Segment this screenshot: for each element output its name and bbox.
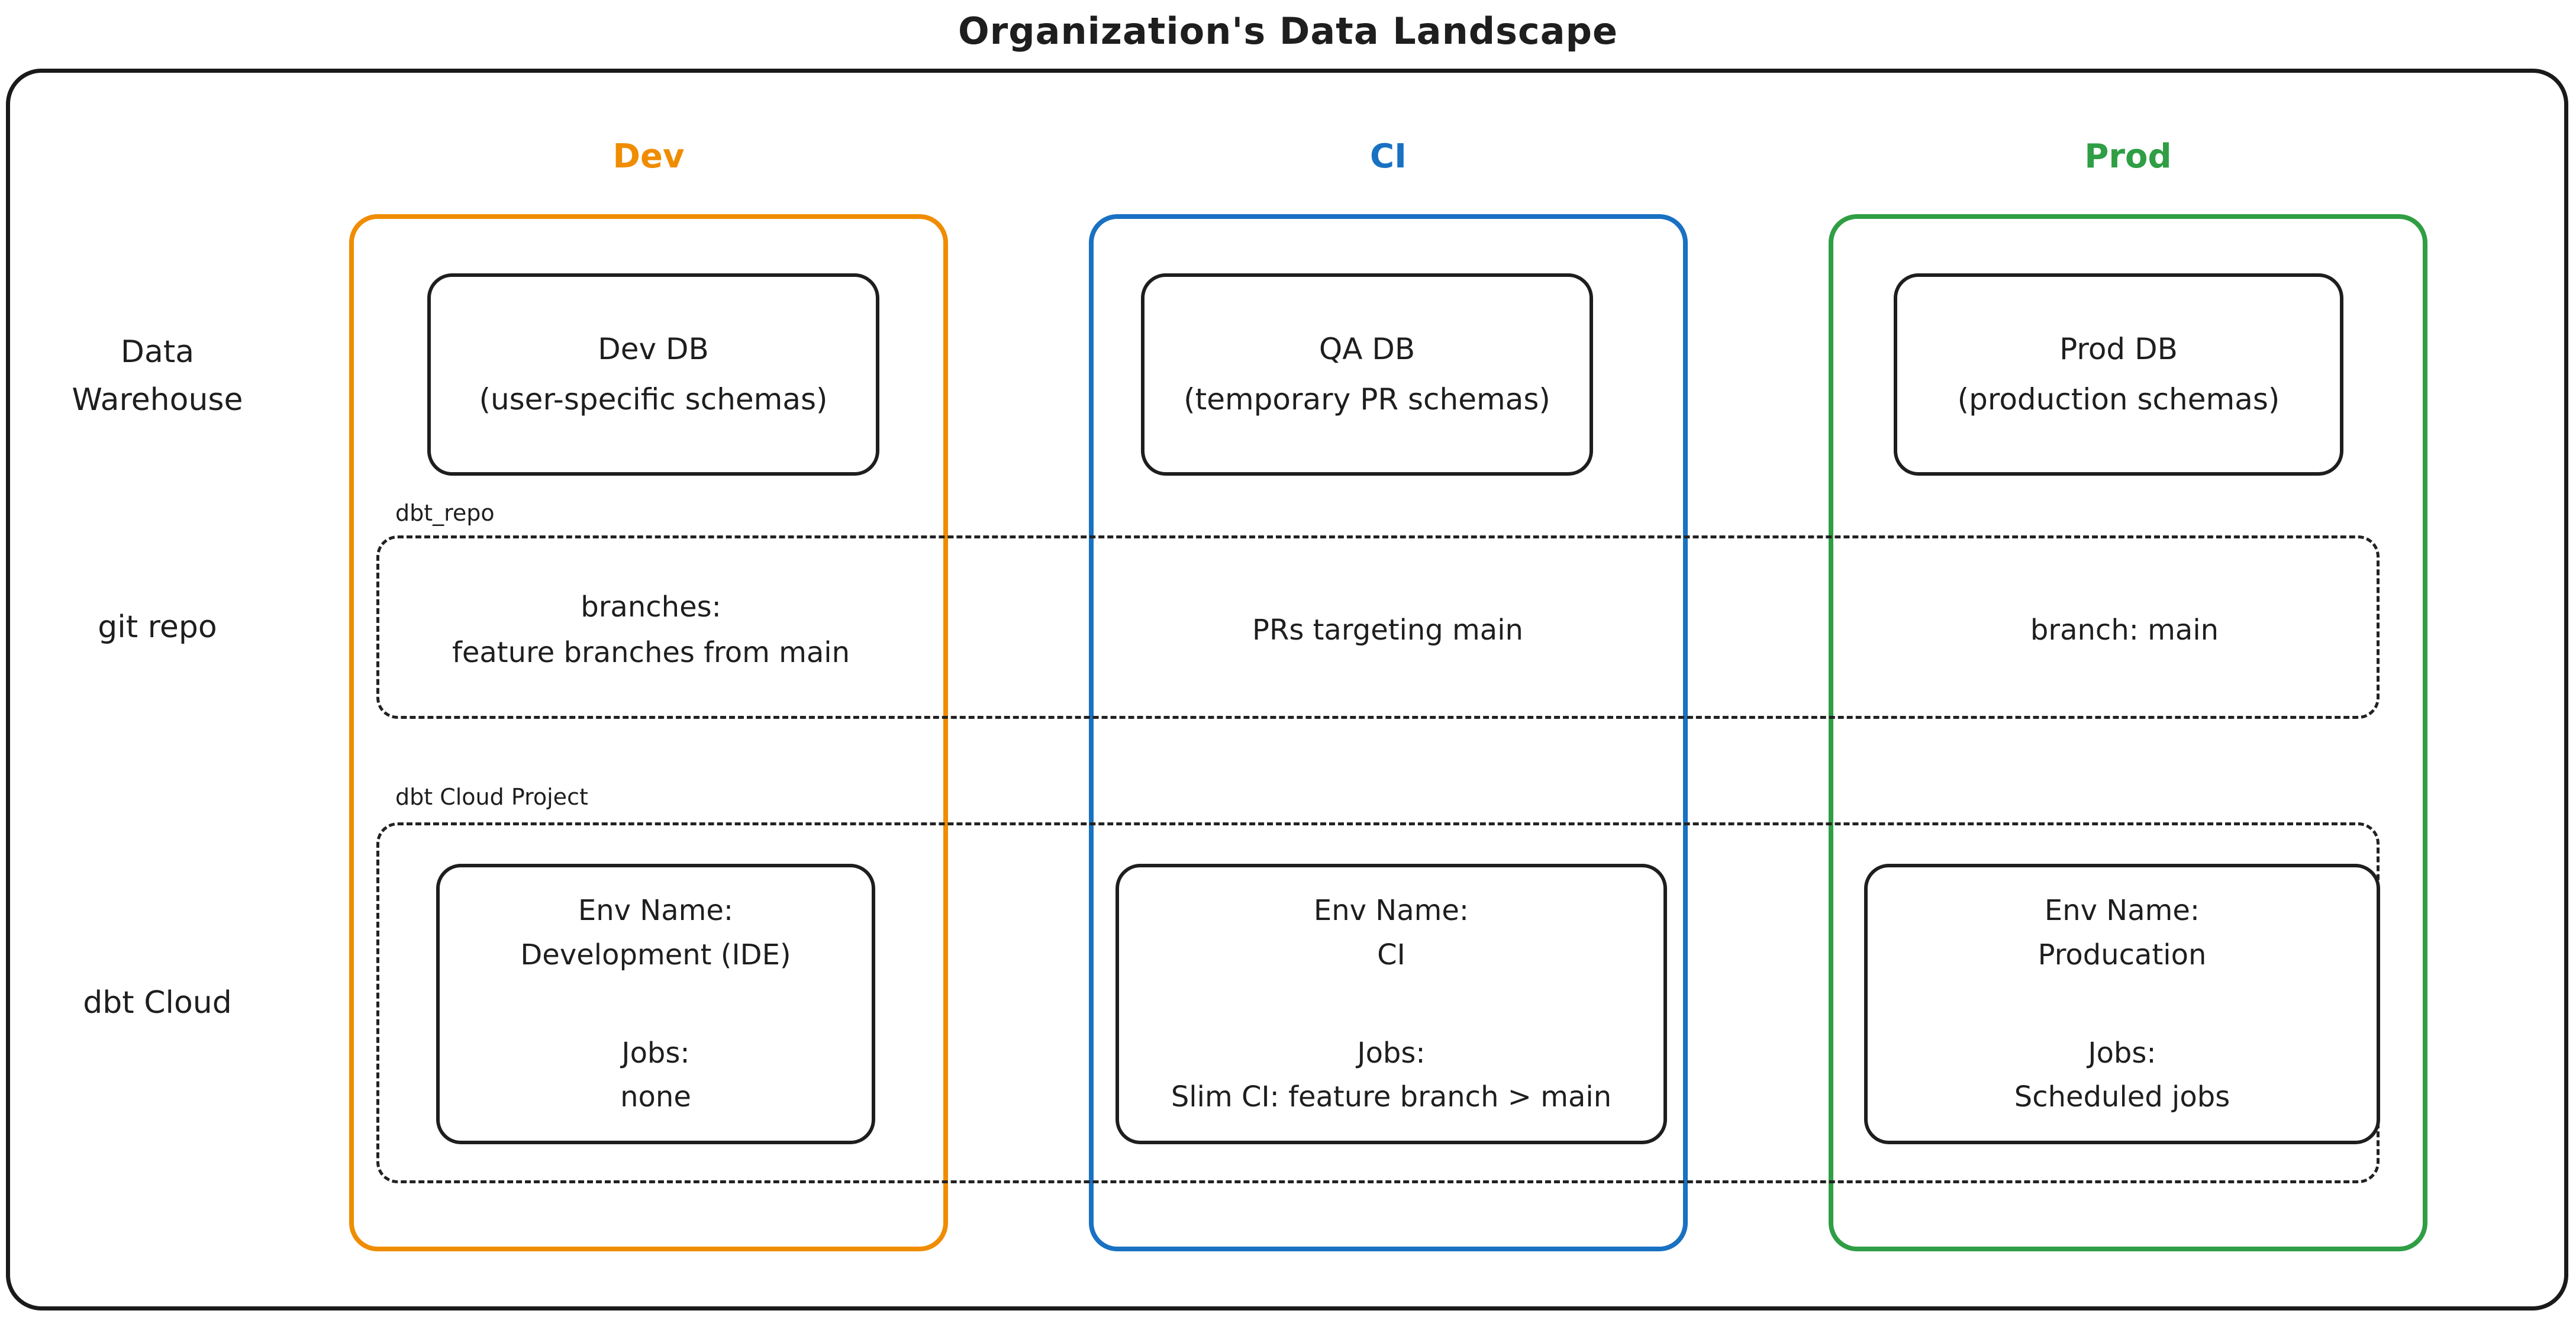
dev-env-name-label: Env Name: bbox=[578, 894, 734, 928]
column-header-prod: Prod bbox=[2084, 137, 2172, 176]
prod-git-line1: branch: main bbox=[2030, 613, 2219, 647]
ci-jobs-value: Slim CI: feature branch > main bbox=[1171, 1080, 1612, 1114]
dev-db-box: Dev DB (user-specific schemas) bbox=[427, 273, 879, 476]
prod-dbt-env-box: Env Name: Producation Jobs: Scheduled jo… bbox=[1864, 864, 2380, 1144]
dev-git-text: branches: feature branches from main bbox=[414, 571, 888, 689]
ci-jobs-label: Jobs: bbox=[1357, 1037, 1426, 1070]
row-label-data-warehouse-line1: Data bbox=[120, 334, 195, 370]
dev-jobs-label: Jobs: bbox=[621, 1037, 690, 1070]
column-header-ci: CI bbox=[1370, 137, 1407, 176]
git-repo-group-box bbox=[376, 535, 2380, 719]
outer-frame bbox=[6, 69, 2568, 1310]
row-label-data-warehouse-line2: Warehouse bbox=[72, 382, 243, 418]
dev-git-line2: feature branches from main bbox=[452, 636, 850, 669]
prod-env-name: Producation bbox=[2037, 938, 2207, 971]
prod-environment-container bbox=[1829, 214, 2427, 1251]
prod-db-box: Prod DB (production schemas) bbox=[1894, 273, 2343, 476]
prod-env-name-label: Env Name: bbox=[2044, 894, 2200, 928]
prod-db-detail: (production schemas) bbox=[1957, 382, 2280, 417]
dev-dbt-env-box: Env Name: Development (IDE) Jobs: none bbox=[436, 864, 875, 1144]
dev-env-name: Development (IDE) bbox=[520, 938, 791, 971]
ci-env-name: CI bbox=[1377, 938, 1405, 971]
ci-environment-container bbox=[1089, 214, 1688, 1251]
prod-git-text: branch: main bbox=[1888, 571, 2361, 689]
row-label-data-warehouse: Data Warehouse bbox=[21, 328, 294, 424]
prod-db-name: Prod DB bbox=[2059, 332, 2178, 366]
row-label-git-repo: git repo bbox=[98, 609, 217, 645]
dev-git-line1: branches: bbox=[581, 590, 721, 624]
dev-jobs-value: none bbox=[620, 1080, 691, 1114]
ci-git-line1: PRs targeting main bbox=[1252, 613, 1523, 647]
diagram-title: Organization's Data Landscape bbox=[957, 9, 1619, 53]
git-repo-group-label: dbt_repo bbox=[395, 500, 495, 526]
row-label-dbt-cloud: dbt Cloud bbox=[83, 985, 232, 1021]
dbt-project-group-label: dbt Cloud Project bbox=[395, 784, 588, 810]
qa-db-box: QA DB (temporary PR schemas) bbox=[1141, 273, 1593, 476]
qa-db-detail: (temporary PR schemas) bbox=[1184, 382, 1550, 417]
dev-db-detail: (user-specific schemas) bbox=[479, 382, 828, 417]
ci-dbt-env-box: Env Name: CI Jobs: Slim CI: feature bran… bbox=[1115, 864, 1667, 1144]
column-header-dev: Dev bbox=[612, 137, 685, 176]
ci-git-text: PRs targeting main bbox=[1151, 571, 1624, 689]
qa-db-name: QA DB bbox=[1318, 332, 1416, 366]
dev-environment-container bbox=[349, 214, 948, 1251]
prod-jobs-value: Scheduled jobs bbox=[2014, 1080, 2230, 1114]
ci-env-name-label: Env Name: bbox=[1313, 894, 1469, 928]
prod-jobs-label: Jobs: bbox=[2088, 1037, 2156, 1070]
dev-db-name: Dev DB bbox=[598, 332, 709, 366]
